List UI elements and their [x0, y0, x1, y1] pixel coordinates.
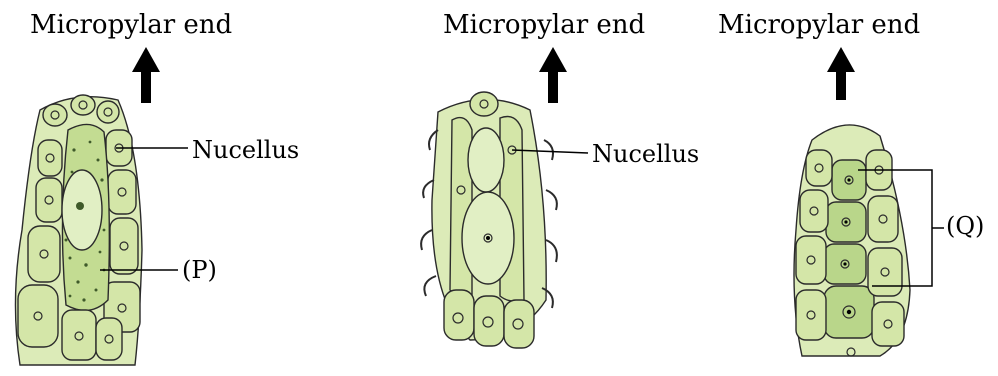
- arrow-up-icon: [539, 47, 567, 103]
- panel3-ovule: [794, 125, 910, 356]
- panel1-ovule: [15, 95, 142, 365]
- panel2-ovule: [432, 92, 546, 348]
- arrow-up-icon: [827, 47, 855, 100]
- panel2-nucleolus: [486, 236, 490, 240]
- arrow-up-icon: [132, 47, 160, 103]
